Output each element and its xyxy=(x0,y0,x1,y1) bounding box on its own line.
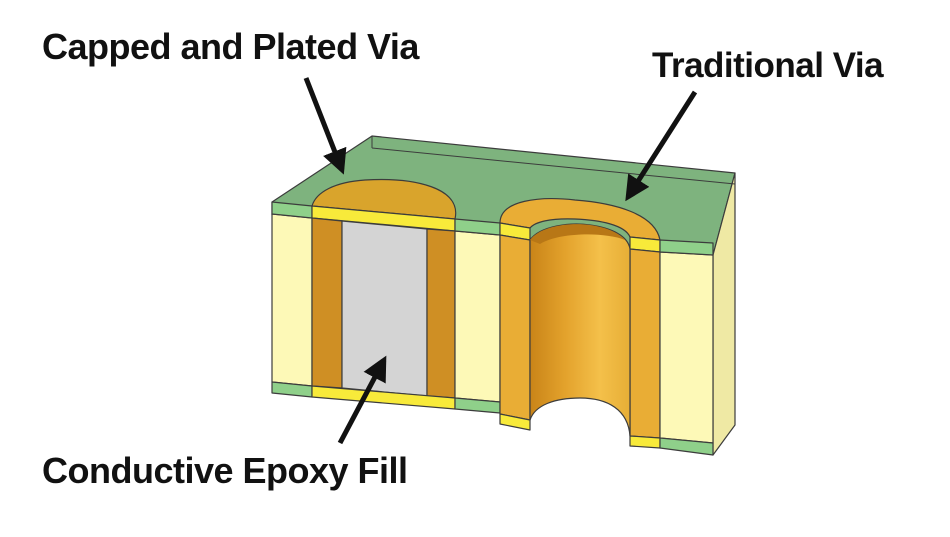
arrow-epoxy-fill xyxy=(337,355,387,445)
front-mask-right-bottom xyxy=(659,437,714,456)
capped-via-plating-left xyxy=(311,217,343,389)
epoxy-fill-label: Conductive Epoxy Fill xyxy=(42,450,408,491)
solder-mask-top-edge xyxy=(371,136,736,185)
traditional-via-barrel-shadow xyxy=(530,224,625,244)
traditional-via-bottom-ring-left xyxy=(499,413,531,431)
traditional-via-barrel xyxy=(529,223,631,437)
front-laminate-middle xyxy=(454,230,501,403)
capped-via-epoxy-fill xyxy=(341,220,428,397)
front-laminate-left xyxy=(271,213,313,387)
traditional-via-bottom-ring-right xyxy=(629,435,661,449)
traditional-via-wall-right xyxy=(629,248,661,439)
traditional-via-wall-left xyxy=(499,234,531,421)
capped-via-plating-right xyxy=(426,228,456,399)
arrow-traditional-via xyxy=(625,90,698,202)
front-mask-right-top xyxy=(659,239,714,256)
arrow-capped-via xyxy=(303,77,347,175)
traditional-via-top-ring xyxy=(499,198,661,241)
traditional-via-label: Traditional Via xyxy=(652,46,884,85)
front-laminate-right xyxy=(659,251,714,444)
capped-via-label: Capped and Plated Via xyxy=(42,26,419,67)
